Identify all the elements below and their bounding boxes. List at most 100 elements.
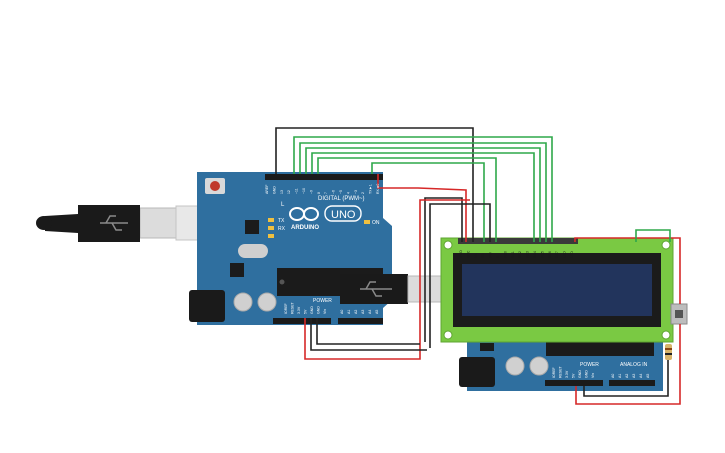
wire-green-5 (317, 157, 497, 242)
wire-red-right-2 (575, 324, 681, 405)
lcd-pin-label: DB7 (555, 251, 559, 258)
board1-digital-pin-label: AREF (265, 185, 269, 194)
board1-digital-pin-label: ~10 (302, 188, 306, 194)
analog-header[interactable] (338, 318, 383, 324)
lcd-pin-label: LED (563, 251, 567, 258)
lcd-pin-label: DB5 (540, 251, 544, 258)
wire-black-top (275, 127, 474, 242)
wire-black-lcd-2 (429, 203, 491, 348)
lcd-pin-label: DB2 (518, 251, 522, 258)
lcd-pin-label: GND (459, 250, 463, 258)
lcd-pin-label: DB0 (503, 251, 507, 258)
power-header[interactable] (273, 318, 331, 324)
board1-power-pin-label: GND (317, 306, 321, 314)
wire-red-right (574, 237, 681, 304)
usb-cable[interactable] (36, 205, 201, 242)
board1-digital-pin-label: ~5 (339, 190, 343, 194)
resistor (665, 344, 672, 360)
board1-power-pin-label: IOREF (284, 303, 288, 314)
wire-red-5v (304, 199, 470, 360)
on-led-label: ON (372, 220, 380, 226)
lcd-module[interactable] (440, 237, 674, 343)
wire-green-6 (371, 162, 485, 242)
rx-led-label: RX (278, 226, 286, 232)
board1-power-pin-label: 3.3V (297, 306, 301, 314)
board1-analog-pin-label: A5 (375, 310, 379, 314)
board2-analog-pin-label: A2 (625, 374, 629, 378)
lcd-pin-label: RS (481, 252, 485, 258)
wire-black-gnd-2 (316, 318, 420, 345)
board1-digital-pin-label: RX◄0 (376, 184, 380, 194)
board1-digital-pin-label: 4 (346, 192, 350, 194)
lcd-pin-label: LED (570, 251, 574, 258)
board2-analog-pin-label: A3 (632, 374, 636, 378)
board1-digital-pin-label: 8 (317, 192, 321, 194)
power-label: POWER (313, 298, 332, 304)
usb-symbol-icon (100, 215, 128, 231)
l-led-label: L (281, 202, 285, 208)
digital-pwm-label: DIGITAL (PWM~) (318, 196, 365, 202)
tx-led-label: TX (278, 218, 285, 224)
wire-green-right (635, 229, 671, 242)
board1-digital-pin-label: 12 (287, 190, 291, 194)
power-label-2: POWER (580, 362, 599, 368)
uno-model-label: UNO (331, 209, 356, 221)
wire-green-4 (311, 152, 535, 242)
wire-black-gnd-1 (310, 318, 427, 351)
analog-header-2[interactable] (609, 380, 655, 386)
lcd-pin-label: DB6 (548, 251, 552, 258)
board2-power-pin-label: 3.3V (565, 370, 569, 378)
lcd-pin-label: DB3 (526, 251, 530, 258)
lcd-pin-header[interactable] (458, 238, 578, 244)
board1-digital-pin-label: ~6 (332, 190, 336, 194)
wires (275, 127, 681, 405)
board1-analog-pin-label: A2 (354, 310, 358, 314)
arduino-brand-label: ARDUINO (291, 225, 319, 231)
lcd-pin-label: V0 (474, 254, 478, 258)
board2-power-pin-label: GND (585, 370, 589, 378)
board2-power-pin-label: IOREF (552, 367, 556, 378)
board1-digital-pin-label: 2 (361, 192, 365, 194)
board1-analog-pin-label: A1 (347, 310, 351, 314)
board1-analog-pin-label: A0 (340, 310, 344, 314)
board1-digital-pin-label: ~11 (295, 188, 299, 194)
wire-black-lcd (424, 197, 463, 342)
board1-analog-pin-label: A4 (368, 310, 372, 314)
board2-power-pin-label: GND (578, 370, 582, 378)
board2-power-pin-label: RESET (559, 365, 563, 378)
lcd-pin-label: VCC (466, 250, 470, 258)
board1-power-pin-label: RESET (291, 301, 295, 314)
power-jack-2[interactable] (459, 357, 495, 387)
usb-cable-2[interactable] (340, 274, 449, 304)
power-jack[interactable] (189, 290, 225, 322)
wire-green-3 (305, 147, 541, 242)
digital-header[interactable] (265, 174, 383, 180)
crystal-oscillator (238, 244, 268, 258)
board2-power-pin-label: Vin (591, 373, 595, 378)
board1-digital-pin-label: ~9 (309, 190, 313, 194)
wire-green-1 (293, 136, 553, 242)
board1-power-pin-label: GND (310, 306, 314, 314)
board1-power-pin-label: 5V (304, 309, 308, 314)
board2-analog-pin-label: A5 (646, 374, 650, 378)
pushbutton[interactable] (670, 303, 688, 325)
wire-black-right (583, 360, 669, 397)
wire-red-lcd (377, 174, 467, 242)
board2-analog-pin-label: A0 (611, 374, 615, 378)
lcd-screen (462, 264, 652, 316)
board2-power-pin-label: 5V (572, 373, 576, 378)
wire-green-2 (299, 142, 547, 242)
power-header-2[interactable] (545, 380, 603, 386)
usb-chip (245, 220, 259, 234)
arduino-logo-icon (289, 207, 319, 221)
lcd-pin-label: DB1 (511, 251, 515, 258)
analog-in-label-2: ANALOG IN (620, 362, 648, 368)
board2-analog-pin-label: A4 (639, 374, 643, 378)
board1-digital-pin-label: 13 (280, 190, 284, 194)
board1-power-pin-label: Vin (323, 309, 327, 314)
lcd-pin-label: RW (489, 252, 493, 258)
arduino-board-2[interactable]: POWER ANALOG IN (459, 333, 663, 391)
board1-analog-pin-label: A3 (361, 310, 365, 314)
board2-analog-pin-label: A1 (618, 374, 622, 378)
